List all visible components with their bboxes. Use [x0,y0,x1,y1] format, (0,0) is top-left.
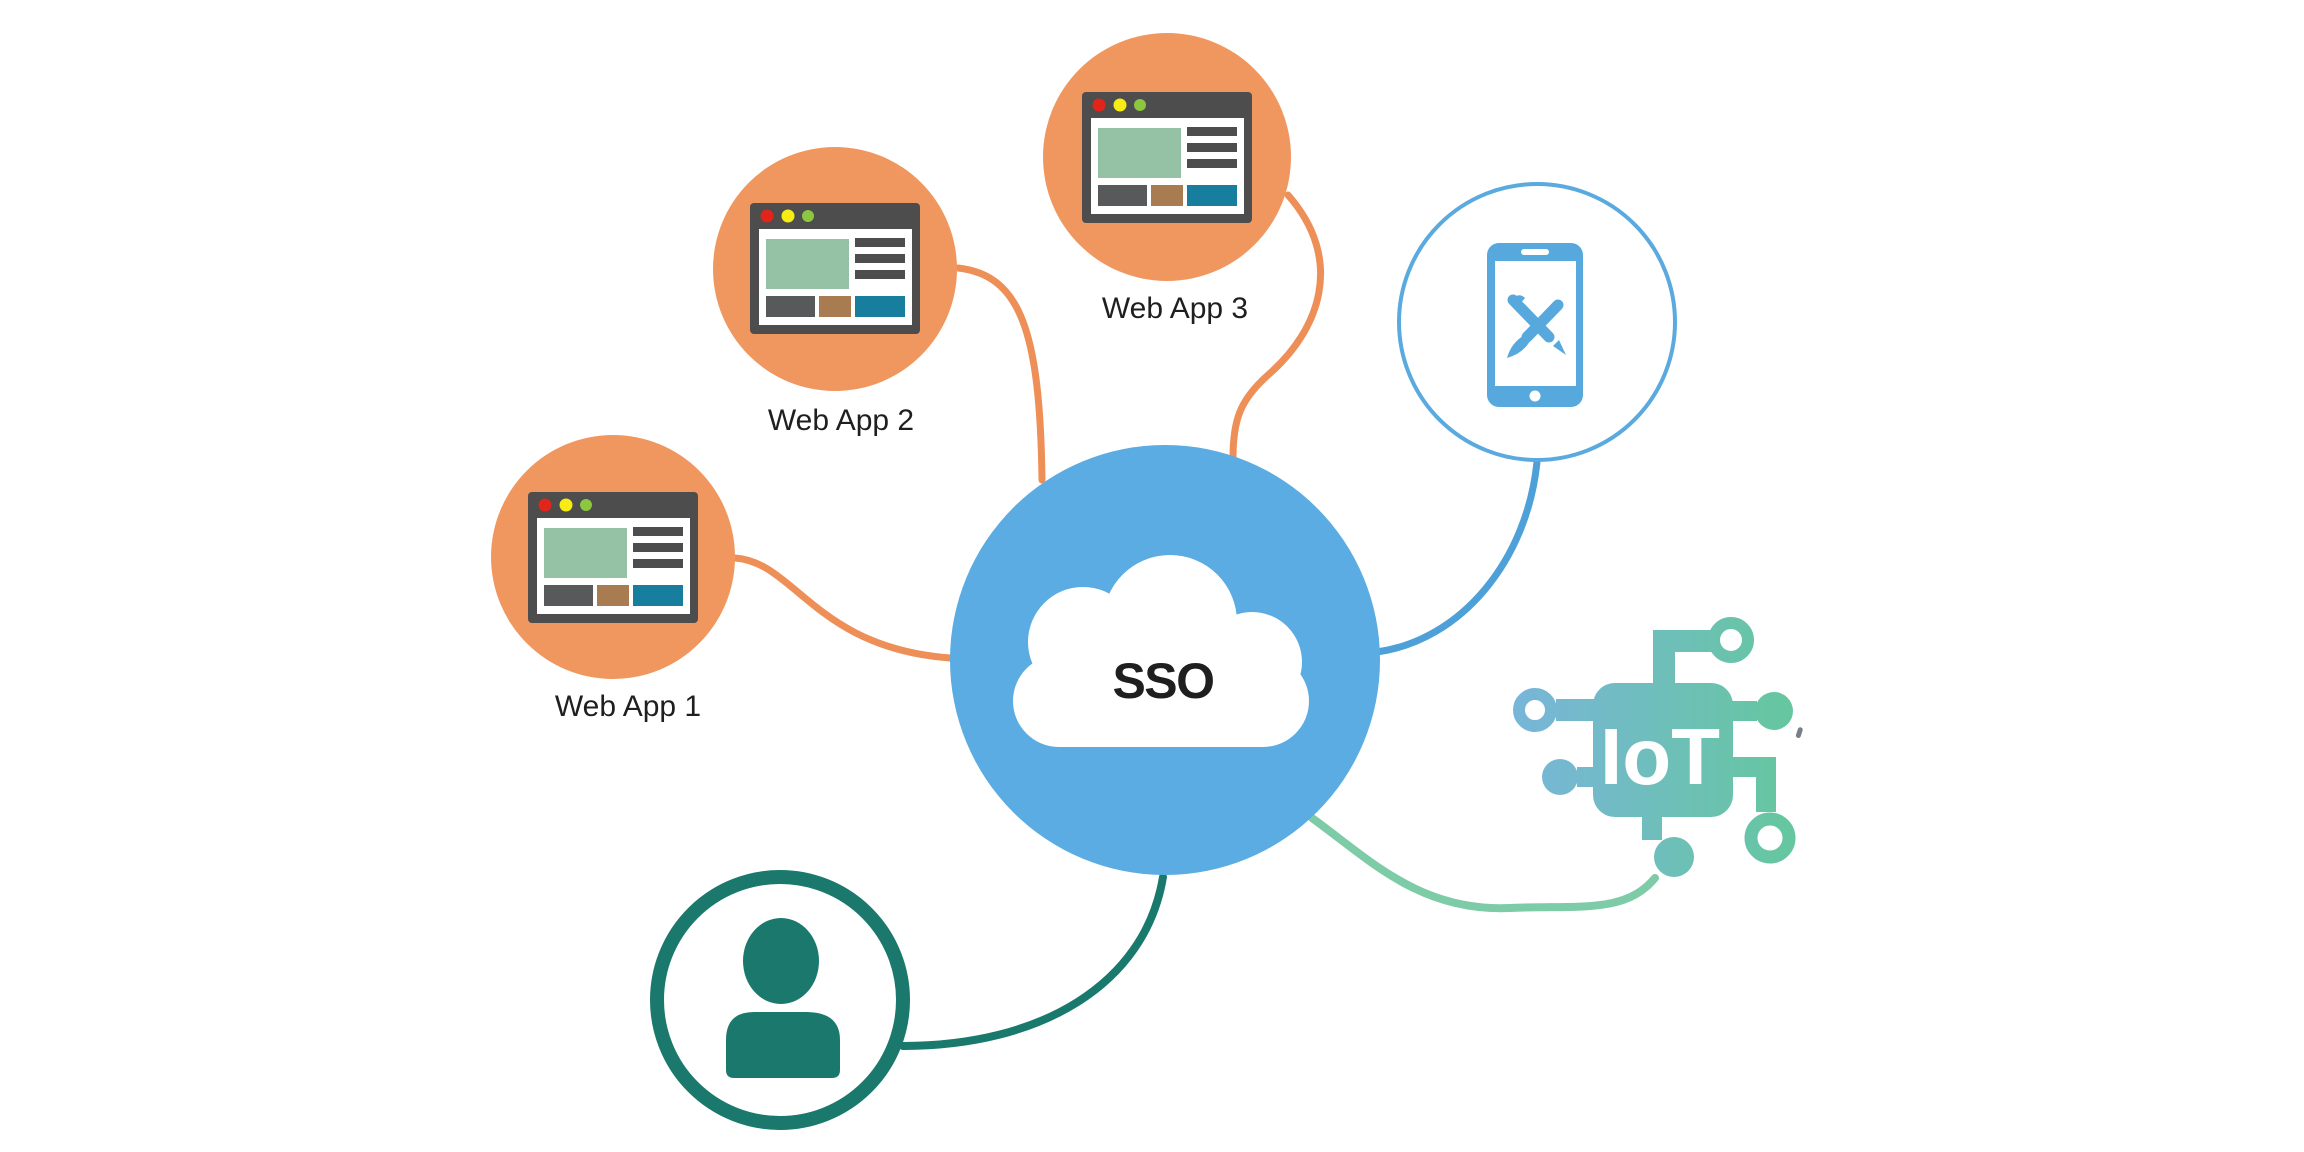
sso-node: SSO [950,445,1380,875]
person-head [743,918,819,1004]
brush-bristles [1507,333,1532,358]
person-shoulders [726,1012,840,1078]
webapp3-node [1043,33,1291,281]
brush-handle [1521,299,1564,343]
smartphone-icon [1487,243,1583,407]
webapp2-label: Web App 2 [768,404,914,437]
iot-trace-top [1653,630,1712,690]
pencil-cap [1512,295,1525,304]
stray-mark [1795,727,1803,738]
connector-webapp1-sso [731,554,954,662]
cloud-base [1013,655,1309,747]
iot-ring-bottom-right [1744,812,1796,864]
iot-dot-bottom-left [1542,759,1578,795]
iot-node: IoT [1513,617,1803,877]
cloud-icon [1013,555,1309,747]
browser-window-icon [528,492,698,623]
webapp1-node [491,435,735,679]
pencil-body [1507,294,1555,343]
sso-label: SSO [1112,653,1213,709]
webapp3-label: Web App 3 [1102,292,1248,325]
connector-user-sso [899,873,1167,1050]
pencil-tip [1553,340,1566,355]
iot-chip-body [1593,683,1733,817]
iot-dot-right [1755,692,1793,730]
mobile-node [1397,182,1677,462]
webapp1-label: Web App 1 [555,690,701,723]
iot-ring-top-right [1708,617,1754,663]
connector-webapp2-sso [954,264,1046,484]
browser-window-icon [1082,92,1252,223]
phone-home-button [1529,390,1541,402]
connector-iot-sso [1308,814,1659,913]
connector-mobile-sso [1373,458,1541,656]
design-tools-icon [1507,294,1566,358]
person-icon [726,918,840,1078]
iot-ring-left [1513,688,1557,732]
iot-trace-bottom-right [1732,757,1776,812]
webapp2-node [713,147,957,391]
connector-webapp3-sso [1229,191,1324,462]
phone-speaker [1521,249,1549,255]
circuit-chip-icon: IoT [1513,617,1796,877]
iot-dot-bottom [1654,837,1694,877]
browser-window-icon [750,203,920,334]
iot-label: IoT [1600,712,1720,801]
user-node [650,870,910,1130]
